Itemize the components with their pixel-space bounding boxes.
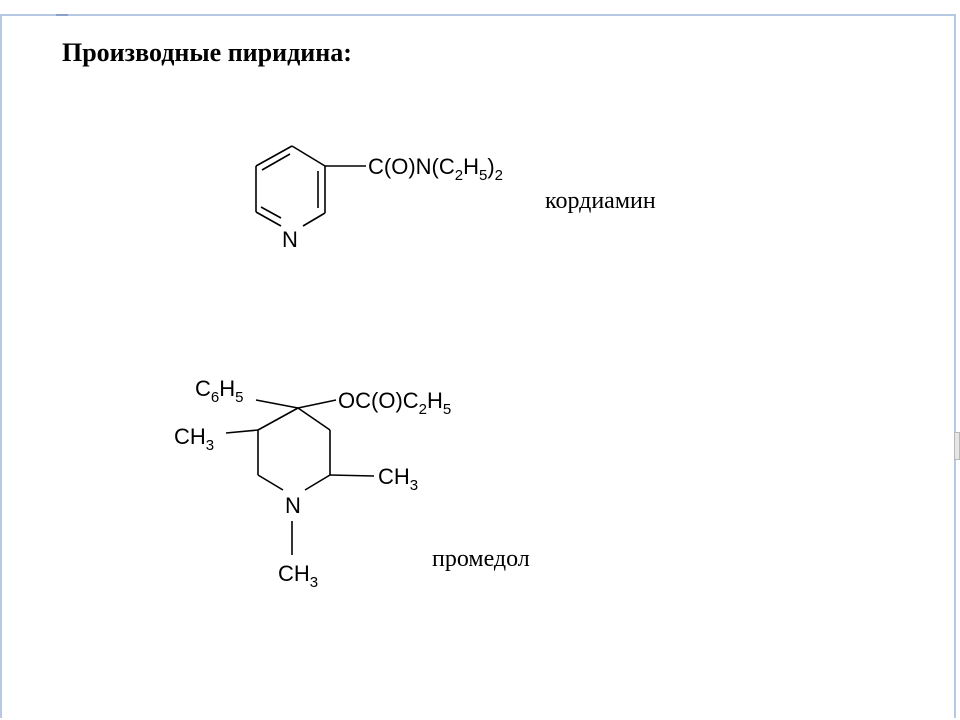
promedol-ester-label: OC(O)C2H5 xyxy=(338,388,452,418)
promedol-ring-nitrogen: N xyxy=(285,493,301,518)
slide-frame xyxy=(0,14,956,718)
promedol-ring-bonds xyxy=(225,399,375,555)
promedol-methyl-n-label: CH3 xyxy=(278,561,319,591)
slide-heading: Производные пиридина: xyxy=(62,38,352,67)
cordiamine-ring-bonds xyxy=(255,145,366,227)
promedol-methyl-left-label: CH3 xyxy=(174,424,215,454)
promedol-methyl-right-label: CH3 xyxy=(378,464,419,494)
cordiamine-name: кордиамин xyxy=(545,188,656,214)
promedol-name: промедол xyxy=(432,546,530,572)
promedol-phenyl-label: C6H5 xyxy=(195,376,244,406)
frame-marker xyxy=(56,14,68,16)
cordiamine-ring-nitrogen: N xyxy=(282,227,298,252)
cordiamine-substituent-label: C(O)N(C2H5)2 xyxy=(368,154,504,184)
